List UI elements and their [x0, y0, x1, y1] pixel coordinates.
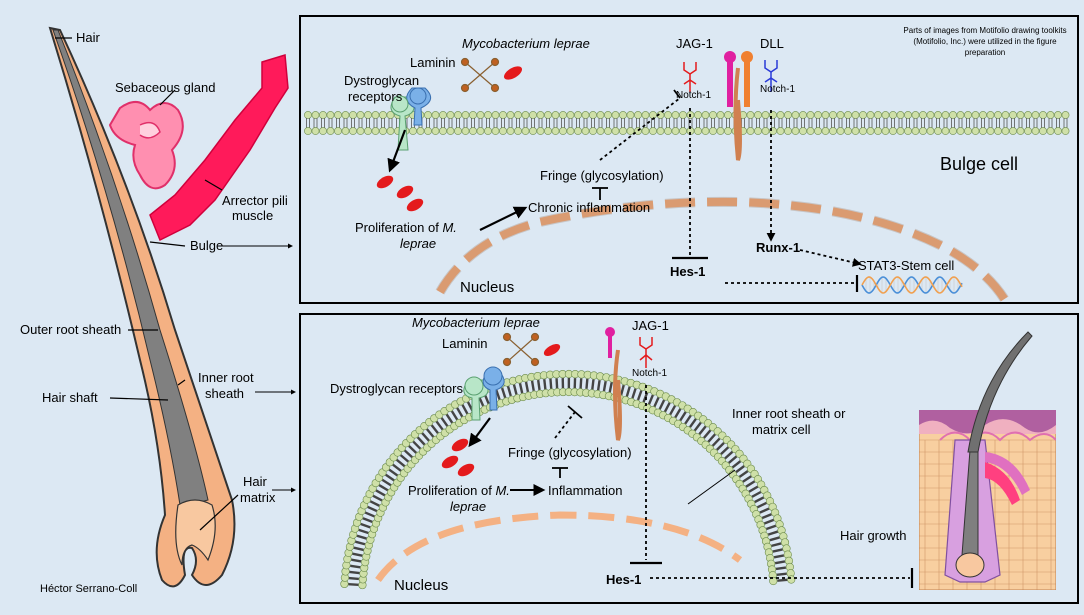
svg-text:preparation: preparation	[965, 48, 1005, 57]
top-nucleus-label: Nucleus	[460, 279, 514, 296]
label-arrector-1: Arrector pili	[222, 193, 288, 208]
top-notch1-b: Notch-1	[760, 84, 795, 95]
bottom-mycobacterium-shape	[542, 342, 562, 359]
bottom-nucleus-label: Nucleus	[394, 577, 448, 594]
label-inner-root-1: Inner root	[198, 370, 254, 385]
top-laminin-label: Laminin	[410, 55, 456, 70]
bottom-jag1-ligand	[640, 337, 652, 368]
skin-inset	[919, 410, 1056, 590]
bottom-hes-label: Hes-1	[606, 572, 641, 587]
bottom-inner-2: matrix cell	[752, 422, 811, 437]
top-prolif-line1: Proliferation of M.	[355, 220, 457, 235]
label-matrix-2: matrix	[240, 490, 276, 505]
top-hes-label: Hes-1	[670, 264, 705, 279]
top-bulge-cell: Bulge cell	[940, 154, 1018, 174]
bottom-membrane	[341, 370, 795, 589]
bottom-laminin	[504, 334, 539, 366]
top-fringe-label: Fringe (glycosylation)	[540, 168, 664, 183]
label-hair-shaft: Hair shaft	[42, 390, 98, 405]
label-hair: Hair	[76, 30, 101, 45]
bottom-hair-growth-label: Hair growth	[840, 528, 906, 543]
top-nucleus-envelope	[440, 202, 1005, 300]
top-mycobacterium-label: Mycobacterium leprae	[462, 36, 590, 51]
top-chronic-label: Chronic inflammation	[528, 200, 650, 215]
label-arrector-2: muscle	[232, 208, 273, 223]
bottom-prolif-line1: Proliferation of M.	[408, 483, 510, 498]
top-jag1-ligand	[684, 62, 696, 92]
bottom-nucleus-envelope	[378, 515, 740, 580]
top-laminin	[462, 59, 499, 92]
top-jag1-label: JAG-1	[676, 36, 713, 51]
svg-text:Parts of images from Motifolio: Parts of images from Motifolio drawing t…	[903, 26, 1066, 35]
bottom-prolif-line2: leprae	[450, 499, 486, 514]
top-notch-pair	[724, 51, 753, 160]
bottom-inner-1: Inner root sheath or	[732, 406, 846, 421]
top-dna	[862, 277, 962, 293]
bottom-laminin-label: Laminin	[442, 336, 488, 351]
top-dystroglycan-2: receptors	[348, 89, 403, 104]
top-stat3-label: STAT3-Stem cell	[858, 258, 954, 273]
top-bacteria	[375, 173, 426, 214]
label-matrix-1: Hair	[243, 474, 268, 489]
bottom-jag1-label: JAG-1	[632, 318, 669, 333]
bottom-notch1-label: Notch-1	[632, 368, 667, 379]
top-notch1-a: Notch-1	[676, 90, 711, 101]
bottom-mycobacterium-label: Mycobacterium leprae	[412, 315, 540, 330]
bottom-dystroglycan-label: Dystroglycan receptors	[330, 381, 463, 396]
top-dystroglycan-1: Dystroglycan	[344, 73, 419, 88]
label-sebaceous-gland: Sebaceous gland	[115, 80, 215, 95]
top-runx-label: Runx-1	[756, 240, 800, 255]
svg-text:(Motifolio, Inc.) were utilize: (Motifolio, Inc.) were utilized in the f…	[913, 37, 1057, 46]
credit: Héctor Serrano-Coll	[40, 583, 137, 595]
bottom-inflammation-label: Inflammation	[548, 483, 622, 498]
top-mycobacterium-shape	[502, 64, 524, 83]
top-dll-label: DLL	[760, 36, 784, 51]
label-outer-root-sheath: Outer root sheath	[20, 322, 121, 337]
bottom-fringe-label: Fringe (glycosylation)	[508, 445, 632, 460]
top-attribution: Parts of images from Motifolio drawing t…	[903, 26, 1066, 57]
top-prolif-line2: leprae	[400, 236, 436, 251]
label-inner-root-2: sheath	[205, 386, 244, 401]
